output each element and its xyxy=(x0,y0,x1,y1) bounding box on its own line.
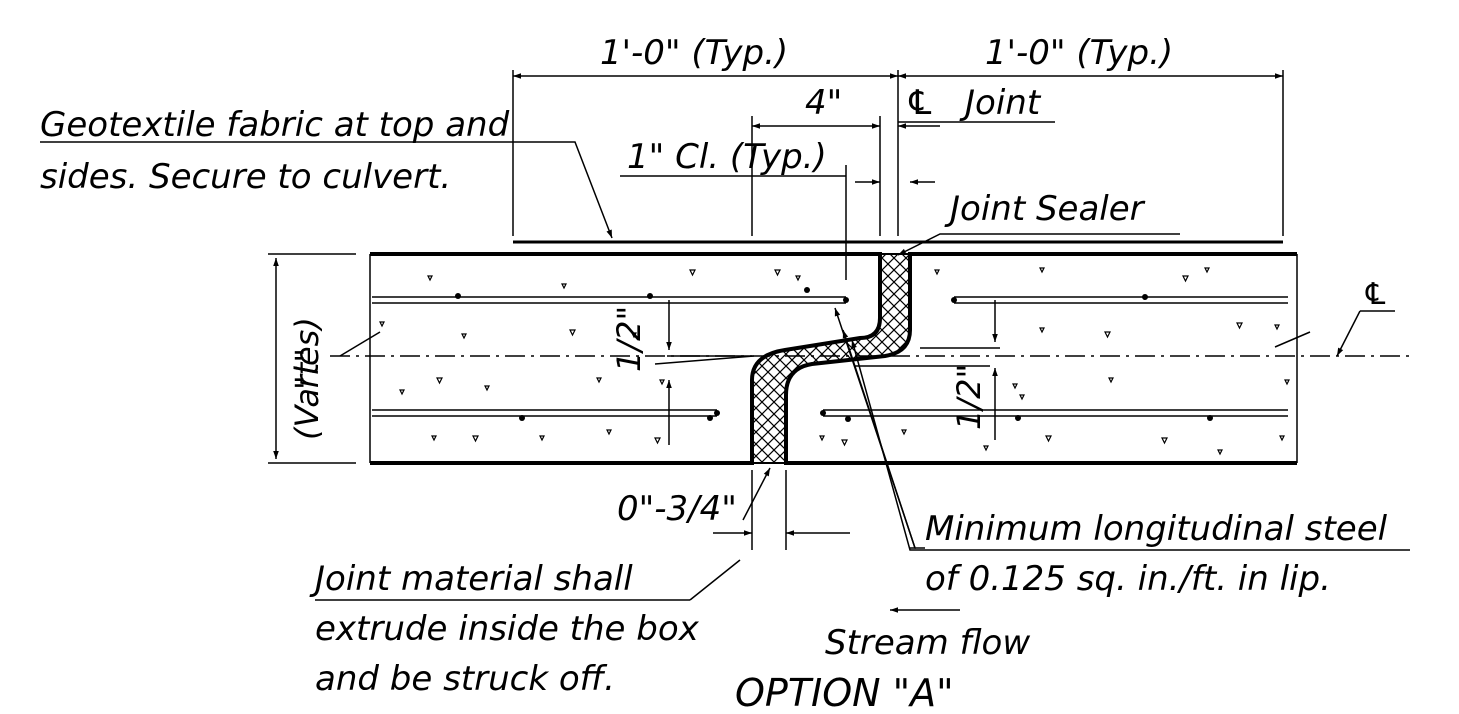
joint-material-note-line1: Joint material shall xyxy=(309,559,633,599)
rebar-top-right xyxy=(951,296,1288,304)
dim-half-right: 1/2" xyxy=(950,364,988,430)
joint-material-note-line2: extrude inside the box xyxy=(315,609,700,649)
joint-filler-hatch xyxy=(751,253,911,464)
concrete-aggregate xyxy=(379,267,1290,456)
geotextile-note-line2: sides. Secure to culvert. xyxy=(40,157,451,197)
rebar-bottom-left xyxy=(372,409,720,417)
centerline-symbol: ℄ xyxy=(1362,277,1389,312)
joint-sealer-label: Joint Sealer xyxy=(944,189,1146,229)
min-steel-note-line2: of 0.125 sq. in./ft. in lip. xyxy=(925,559,1331,599)
dim-four-inch: 4" xyxy=(805,83,842,123)
rebar-bottom-right xyxy=(820,409,1288,417)
leader-lines xyxy=(40,121,1410,613)
cl-joint-label: Joint xyxy=(959,83,1042,123)
option-title: OPTION "A" xyxy=(735,671,954,714)
cl-joint-symbol: ℄ xyxy=(905,83,935,123)
rebar-top-left xyxy=(372,296,849,304)
dim-left-typ: 1'-0" (Typ.) xyxy=(600,33,788,73)
dim-clear-typ: 1" Cl. (Typ.) xyxy=(627,137,827,177)
dim-thickness-t: "t" xyxy=(288,348,326,390)
joint-material-note-line3: and be struck off. xyxy=(315,659,615,699)
rebar-ties xyxy=(455,287,1213,422)
dim-half-left: 1/2" xyxy=(610,306,648,372)
dim-gap: 0"-3/4" xyxy=(617,489,737,529)
dim-thickness-varies: (Varies) xyxy=(288,317,326,440)
geotextile-note-line1: Geotextile fabric at top and xyxy=(40,105,510,145)
dim-right-typ: 1'-0" (Typ.) xyxy=(985,33,1173,73)
dimension-lines xyxy=(273,73,1283,536)
min-steel-note-line1: Minimum longitudinal steel xyxy=(925,509,1388,549)
stream-flow-label: Stream flow xyxy=(825,623,1030,663)
